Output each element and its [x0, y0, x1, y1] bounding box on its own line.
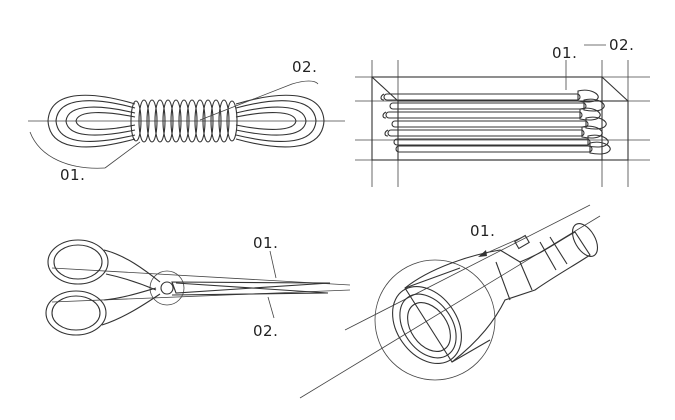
rope-panel: 02. 01.	[28, 58, 345, 184]
rope-label-01: 01.	[60, 166, 85, 184]
flashlight-highlight-circle	[374, 259, 496, 381]
flashlight-panel: 01.	[299, 204, 601, 399]
scissor-leader-01	[269, 250, 277, 279]
flashlight-arrow-line	[479, 235, 526, 257]
rope-label-02: 02.	[292, 58, 317, 76]
rope-arc-01	[29, 131, 106, 169]
scissor-leader-02	[267, 296, 275, 319]
scissor-label-02: 02.	[253, 322, 278, 340]
scissors-lower-handle	[45, 287, 161, 336]
rope-coil-wraps	[130, 99, 238, 143]
scissors-upper-handle	[47, 239, 161, 291]
rope-leader-02	[199, 80, 319, 121]
scissor-guide-lower	[51, 289, 351, 303]
scissors-blades	[171, 281, 331, 296]
scissors-panel: 01. 02.	[45, 234, 351, 340]
swab-label-01: 01.	[552, 44, 577, 62]
scissor-label-01: 01.	[253, 234, 278, 252]
flashlight-head	[392, 267, 491, 365]
swab-label-02: 02.	[609, 36, 634, 54]
flashlight-label-01: 01.	[470, 222, 495, 240]
cotton-swabs	[380, 89, 611, 155]
flashlight-axis-upper	[344, 204, 591, 331]
flashlight-body	[404, 223, 599, 363]
pivot-screw	[160, 281, 174, 295]
rope-left-loop	[47, 94, 136, 148]
rope-right-loop	[235, 94, 325, 148]
arrow-head-icon	[478, 250, 487, 257]
rope-leader-01	[104, 141, 141, 169]
swab-box-panel: 01. 02.	[355, 36, 650, 187]
scissor-guide-upper	[51, 267, 351, 286]
